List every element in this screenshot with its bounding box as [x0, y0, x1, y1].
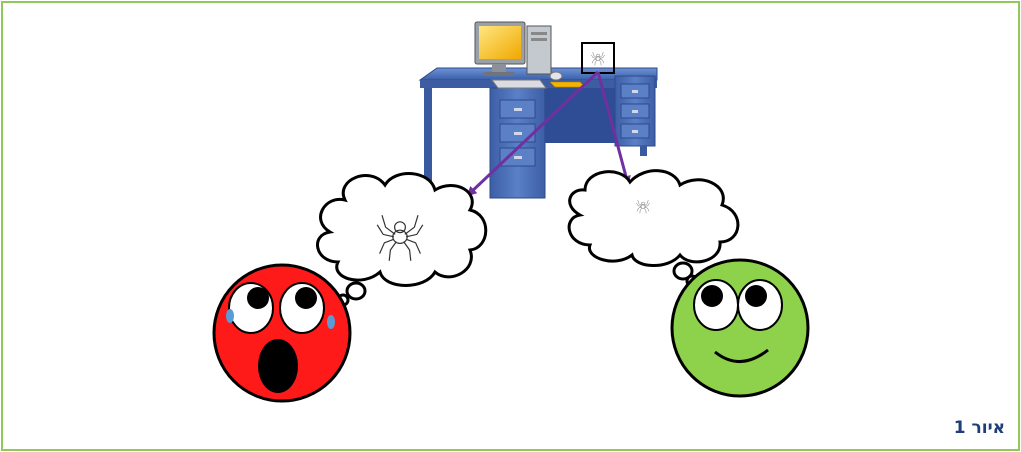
figure-caption: איור 1 — [954, 418, 1005, 438]
desk-spider-icon — [591, 52, 604, 65]
scared-face — [214, 265, 350, 401]
thought-cloud-left — [318, 174, 486, 305]
calm-face — [672, 260, 808, 396]
